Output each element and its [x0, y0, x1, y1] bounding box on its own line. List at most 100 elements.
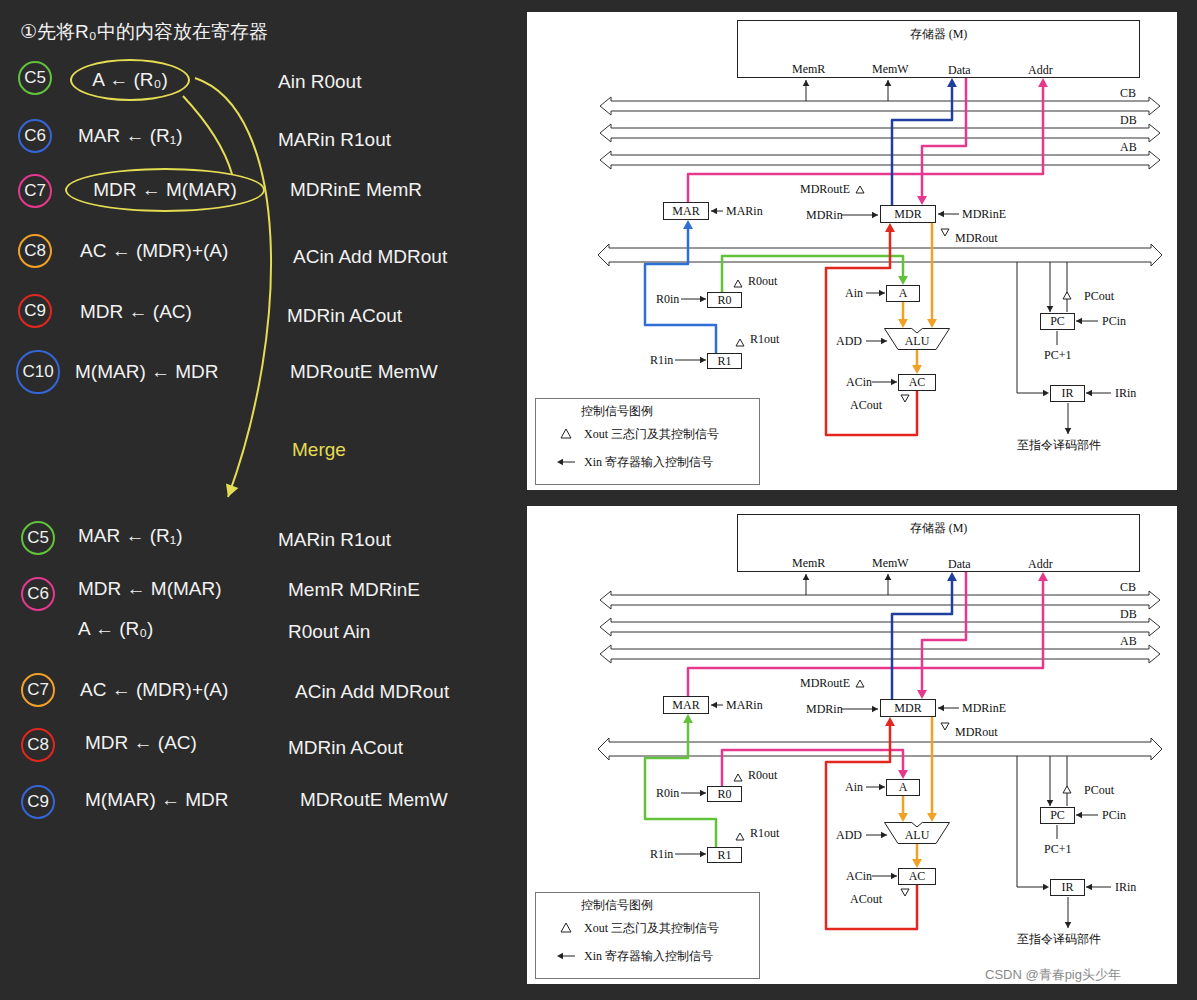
watermark: CSDN @青春pig头少年: [985, 967, 1121, 983]
signal-label: MDRin: [806, 208, 843, 222]
acin-arrow-head: [891, 873, 897, 880]
add-arrow-head: [881, 832, 887, 839]
pc-to-bus: [1067, 262, 1068, 312]
legend-arrowhead: [557, 953, 563, 960]
ain-arrow-head: [879, 290, 885, 297]
path-arrowhead: [885, 223, 895, 232]
legend-row: Xin 寄存器输入控制信号: [554, 949, 713, 963]
signal-label: R0in: [656, 786, 679, 800]
data-bus: [600, 618, 1160, 636]
path-arrowhead: [885, 717, 895, 726]
legend-swatch: [554, 455, 578, 469]
signal-label: ACin: [846, 869, 872, 883]
legend-text: Xout 三态门及其控制信号: [584, 921, 719, 935]
node-text: MDR ← M(MAR): [93, 179, 237, 202]
data-path: [688, 572, 1048, 696]
node-text: ALU: [905, 334, 930, 348]
step-circle: C7: [21, 673, 55, 707]
add-arrow-head: [881, 338, 887, 345]
handwritten-note: MAR ← (R₁): [78, 125, 183, 148]
data-path: [927, 717, 937, 822]
pcout-gate: [1063, 786, 1071, 793]
ain-arrow-head: [879, 784, 885, 791]
ir-to-decoder-head: [1065, 428, 1072, 434]
signal-label: PC+1: [1044, 842, 1071, 856]
handwritten-note: ①先将R₀中的内容放在寄存器: [20, 21, 268, 44]
mdrin-arrow-head: [872, 212, 878, 219]
signal-label: PCout: [1084, 783, 1114, 797]
node-text: R0: [717, 787, 731, 801]
node-text: C5: [27, 528, 49, 548]
irin-arrow-head: [1086, 390, 1092, 397]
node-text: C6: [27, 584, 49, 604]
handwritten-note: MAR ← (R₁): [78, 525, 183, 548]
node-text: C7: [27, 680, 49, 700]
memw-signal-head: [885, 80, 892, 86]
handwritten-note: R0out Ain: [288, 621, 370, 644]
path-line: [722, 256, 903, 292]
signal-label: ACin: [846, 375, 872, 389]
signal-label: Ain: [845, 780, 863, 794]
signal-label: R1in: [650, 847, 673, 861]
data-path: [917, 572, 966, 699]
handwritten-note: Merge: [292, 439, 346, 462]
path-arrowhead: [898, 813, 908, 822]
r1in-arrow-head: [700, 851, 706, 858]
mdrout-gate: [941, 229, 949, 236]
signal-label: PCin: [1102, 808, 1126, 822]
data-path: [912, 350, 922, 374]
step-circle: C5: [18, 61, 52, 95]
alu-shape: ALU: [884, 822, 950, 844]
signal-label: Addr: [1028, 63, 1053, 77]
mdrout-gate: [941, 723, 949, 730]
node-text: C9: [24, 301, 46, 321]
path-arrowhead: [947, 572, 957, 581]
ir-to-decoder-head: [1065, 922, 1072, 928]
step-circle: C10: [16, 350, 59, 393]
handwritten-note: MemR MDRinE: [288, 579, 420, 602]
merge-oval: MDR ← M(MAR): [65, 168, 266, 212]
mdroute-gate: [856, 680, 864, 687]
path-line: [892, 83, 952, 205]
bus-to-pc-head: [1047, 306, 1054, 312]
signal-label: AB: [1120, 140, 1137, 154]
register-box: A: [886, 285, 920, 302]
bus-to-ir-head: [1043, 390, 1049, 397]
control-bus: [600, 591, 1160, 609]
node-text: IR: [1062, 386, 1074, 400]
path-arrowhead: [898, 276, 908, 285]
node-text: IR: [1062, 880, 1074, 894]
legend-arrow-line: [562, 462, 575, 463]
register-box: IR: [1050, 385, 1085, 402]
data-bus: [600, 124, 1160, 142]
signal-label: MDRout: [955, 725, 998, 739]
bracket-line: [183, 96, 232, 174]
path-arrowhead: [917, 690, 927, 699]
datapath-figure: [527, 12, 1177, 490]
legend-box: 控制信号图例Xout 三态门及其控制信号Xin 寄存器输入控制信号: [535, 398, 760, 485]
handwritten-note: ACin Add MDRout: [293, 246, 447, 269]
r1out-gate: [736, 833, 744, 840]
signal-label: ACout: [850, 398, 882, 412]
signal-label: MARin: [726, 204, 763, 218]
path-line: [645, 719, 716, 847]
register-box: R1: [707, 847, 742, 863]
node-text: AC: [909, 375, 926, 389]
node-text: R1: [717, 354, 731, 368]
signal-label: R0out: [748, 274, 777, 288]
handwritten-note: MDR ← M(MAR): [78, 578, 222, 601]
signal-label: MARin: [726, 698, 763, 712]
signal-label: R1in: [650, 353, 673, 367]
register-box: MAR: [663, 202, 709, 220]
legend-box: 控制信号图例Xout 三态门及其控制信号Xin 寄存器输入控制信号: [535, 892, 760, 979]
path-arrowhead: [912, 365, 922, 374]
step-circle: C8: [21, 728, 55, 762]
path-arrowhead: [683, 714, 693, 723]
node-text: C10: [22, 362, 53, 382]
step-circle: C7: [18, 174, 52, 208]
node-text: AC: [909, 869, 926, 883]
r0in-arrow-head: [700, 296, 706, 303]
acin-arrow-head: [891, 379, 897, 386]
